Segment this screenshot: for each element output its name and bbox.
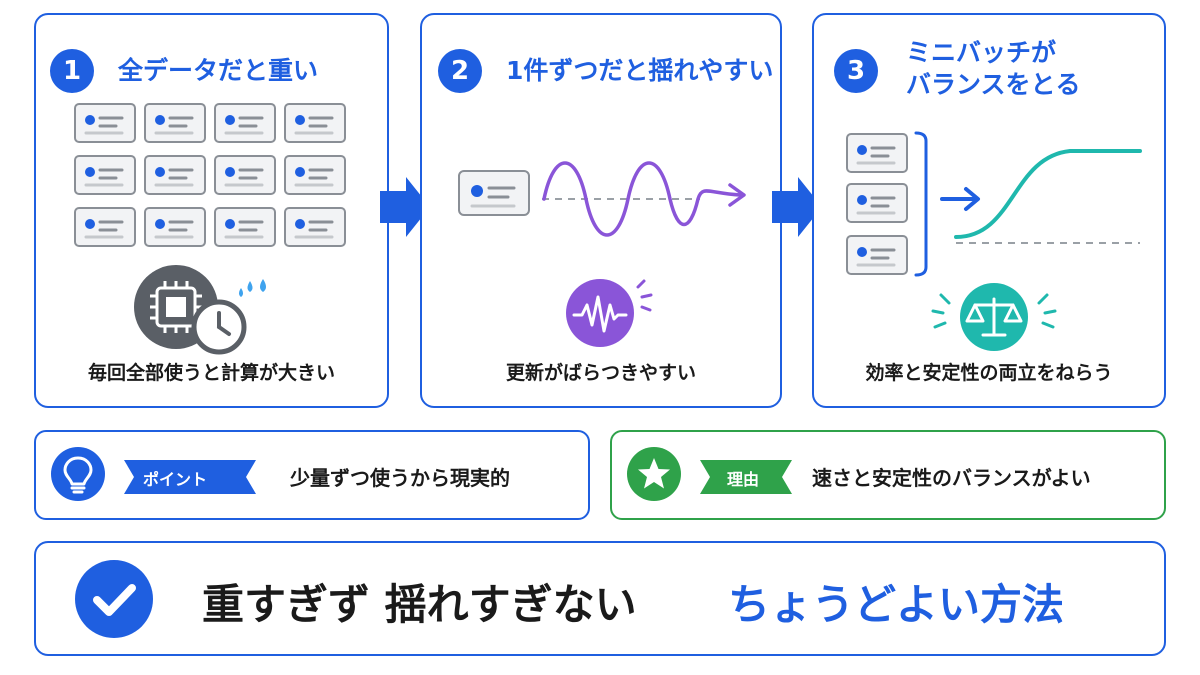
step-caption-3: 効率と安定性の両立をねらう xyxy=(865,362,1113,384)
flow-arrow-icon xyxy=(380,177,430,237)
step-title-2: 1件ずつだと揺れやすい xyxy=(506,56,774,85)
point-tag-shape xyxy=(124,460,256,494)
step-number-2: 2 xyxy=(438,49,482,93)
point-tag: ポイント xyxy=(143,470,208,489)
point-text: 少量ずつ使うから現実的 xyxy=(290,466,510,490)
step-title-1: 全データだと重い xyxy=(118,56,319,85)
summary-text-accent: ちょうどよい方法 xyxy=(728,580,1065,629)
data-card-icon xyxy=(74,206,347,248)
step-title-3-line1: ミニバッチが xyxy=(906,38,1057,67)
step-number-1: 1 xyxy=(50,49,94,93)
data-card-icon xyxy=(458,170,530,216)
mini-batch-illustration xyxy=(845,131,1142,277)
curve-icon xyxy=(954,149,1142,239)
point-box: ポイント 少量ずつ使うから現実的 xyxy=(34,430,590,520)
clock-icon xyxy=(191,299,247,355)
reason-text: 速さと安定性のバランスがよい xyxy=(812,466,1091,490)
step-panel-1: 1 全データだと重い 毎回全部使うと計算が大き xyxy=(34,13,389,408)
step-caption-1: 毎回全部使うと計算が大きい xyxy=(87,362,335,384)
cpu-clock-illustration xyxy=(134,265,266,355)
reason-tag: 理由 xyxy=(727,470,760,489)
check-icon xyxy=(75,560,153,638)
sweat-drops-icon xyxy=(239,279,266,297)
flow-arrow-icon xyxy=(772,177,822,237)
lightbulb-icon xyxy=(51,447,105,501)
step-title-3-line2: バランスをとる xyxy=(906,70,1081,99)
wave-icon xyxy=(542,161,746,237)
step-panel-3: 3 ミニバッチが バランスをとる 効率と安定性の両立をねらう xyxy=(812,13,1166,408)
summary-box: 重すぎず 揺れすぎない ちょうどよい方法 xyxy=(34,541,1166,656)
data-card-grid xyxy=(74,103,347,248)
data-card-icon xyxy=(74,103,347,144)
step-panel-2: 2 1件ずつだと揺れやすい 更新がばらつきやすい xyxy=(420,13,782,408)
step-caption-2: 更新がばらつきやすい xyxy=(505,362,696,384)
summary-text-main: 重すぎず 揺れすぎない xyxy=(202,580,637,629)
star-icon xyxy=(627,447,681,501)
reason-box: 理由 速さと安定性のバランスがよい xyxy=(610,430,1166,520)
data-card-icon xyxy=(845,132,909,276)
reason-tag-shape xyxy=(700,460,792,494)
arrow-right-icon xyxy=(940,187,980,211)
scale-icon xyxy=(931,283,1057,351)
data-card-icon xyxy=(74,154,347,196)
step-number-3: 3 xyxy=(834,49,878,93)
waveform-badge-icon xyxy=(566,279,653,347)
